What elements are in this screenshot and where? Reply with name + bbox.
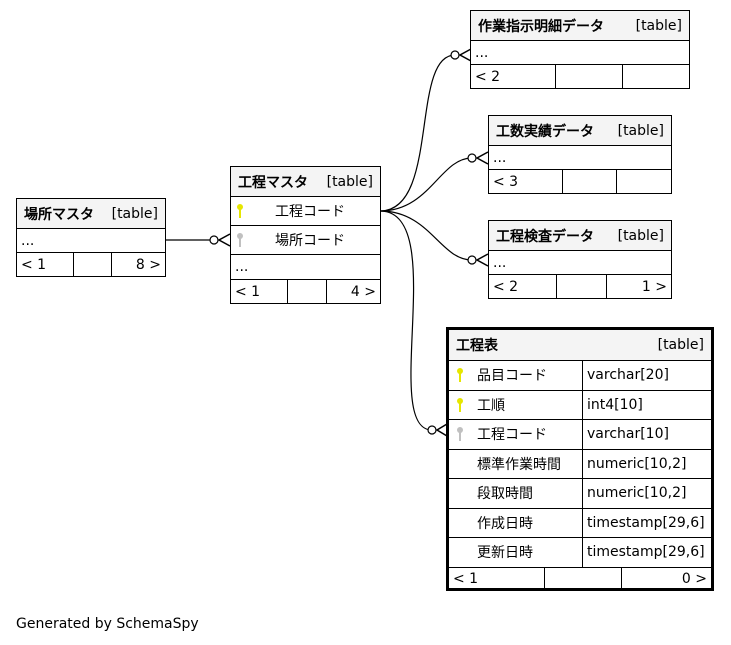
column-datatype: int4[10] — [582, 390, 711, 419]
column-row: 品目コード varchar[20] — [449, 361, 711, 391]
blank-icon — [453, 515, 467, 531]
table-basho-master[interactable]: 場所マスタ [table] ... < 1 8 > — [16, 198, 166, 277]
ellipsis: ... — [493, 254, 507, 271]
generated-by-label: Generated by SchemaSpy — [16, 616, 199, 632]
column-koutei-code: 工程コード — [231, 197, 345, 225]
primary-key-icon — [457, 397, 463, 412]
parents-count: < 2 — [493, 278, 519, 295]
column-name: 段取時間 — [477, 486, 533, 503]
parents-count: < 1 — [453, 571, 479, 587]
ellipsis: ... — [21, 232, 35, 249]
column-row: 段取時間 numeric[10,2] — [449, 479, 711, 509]
foreign-key-icon — [237, 233, 243, 247]
column-name: 作成日時 — [477, 515, 533, 532]
blank-icon — [453, 485, 467, 501]
column-name: 品目コード — [477, 368, 547, 385]
table-name: 工程検査データ — [496, 228, 594, 245]
column-row: 作成日時 timestamp[29,6] — [449, 508, 711, 538]
table-type: [table] — [617, 122, 664, 139]
column-datatype: timestamp[29,6] — [582, 508, 711, 537]
table-type: [table] — [635, 17, 682, 34]
edge-koutei-sagyou — [379, 54, 456, 212]
column-datatype: varchar[10] — [582, 420, 711, 449]
primary-key-icon — [457, 368, 463, 383]
edge-koutei-kouteihyou — [379, 210, 433, 431]
parents-count: < 1 — [21, 256, 47, 273]
column-row: 標準作業時間 numeric[10,2] — [449, 449, 711, 479]
table-name: 工数実績データ — [496, 123, 594, 140]
blank-icon — [453, 544, 467, 560]
table-name: 工程マスタ — [238, 174, 308, 191]
table-type: [table] — [111, 205, 158, 222]
table-type: [table] — [657, 337, 704, 353]
table-koutei-master[interactable]: 工程マスタ [table] 工程コード 場所コード ... < 1 4 > — [230, 166, 381, 304]
primary-key-icon — [237, 204, 243, 218]
ellipsis: ... — [235, 259, 249, 275]
column-datatype: numeric[10,2] — [582, 449, 711, 478]
edge-koutei-kousuu — [379, 157, 473, 212]
children-count: 0 > — [621, 567, 711, 591]
column-row: 工程コード varchar[10] — [449, 420, 711, 450]
column-name: 標準作業時間 — [477, 456, 561, 473]
column-name: 工順 — [477, 397, 505, 414]
table-kousuu-jisseki[interactable]: 工数実績データ [table] ... < 3 — [488, 115, 672, 194]
table-sagyou-shiji-meisai[interactable]: 作業指示明細データ [table] ... < 2 — [470, 10, 690, 89]
parents-count: < 3 — [493, 173, 519, 190]
parents-count: < 2 — [475, 68, 501, 85]
column-row: 工順 int4[10] — [449, 390, 711, 420]
column-datatype: varchar[20] — [582, 361, 711, 390]
column-name: 更新日時 — [477, 545, 533, 562]
column-basho-code: 場所コード — [231, 226, 345, 254]
blank-icon — [453, 456, 467, 472]
table-type: [table] — [617, 227, 664, 244]
parents-count: < 1 — [235, 283, 261, 300]
ellipsis: ... — [475, 44, 489, 61]
column-datatype: numeric[10,2] — [582, 479, 711, 508]
column-datatype: timestamp[29,6] — [582, 538, 711, 567]
foreign-key-icon — [457, 427, 463, 442]
children-count: 4 > — [326, 280, 380, 303]
table-name: 作業指示明細データ — [478, 18, 604, 35]
table-name: 場所マスタ — [24, 206, 94, 223]
children-count: 1 > — [606, 275, 671, 298]
edge-koutei-kensa — [379, 210, 473, 261]
table-name: 工程表 — [456, 338, 498, 354]
table-type: [table] — [326, 173, 373, 190]
column-row: 更新日時 timestamp[29,6] — [449, 538, 711, 568]
column-name: 工程コード — [477, 427, 547, 444]
children-count: 8 > — [111, 253, 165, 276]
table-koutei-kensa[interactable]: 工程検査データ [table] ... < 2 1 > — [488, 220, 672, 299]
ellipsis: ... — [493, 149, 507, 166]
